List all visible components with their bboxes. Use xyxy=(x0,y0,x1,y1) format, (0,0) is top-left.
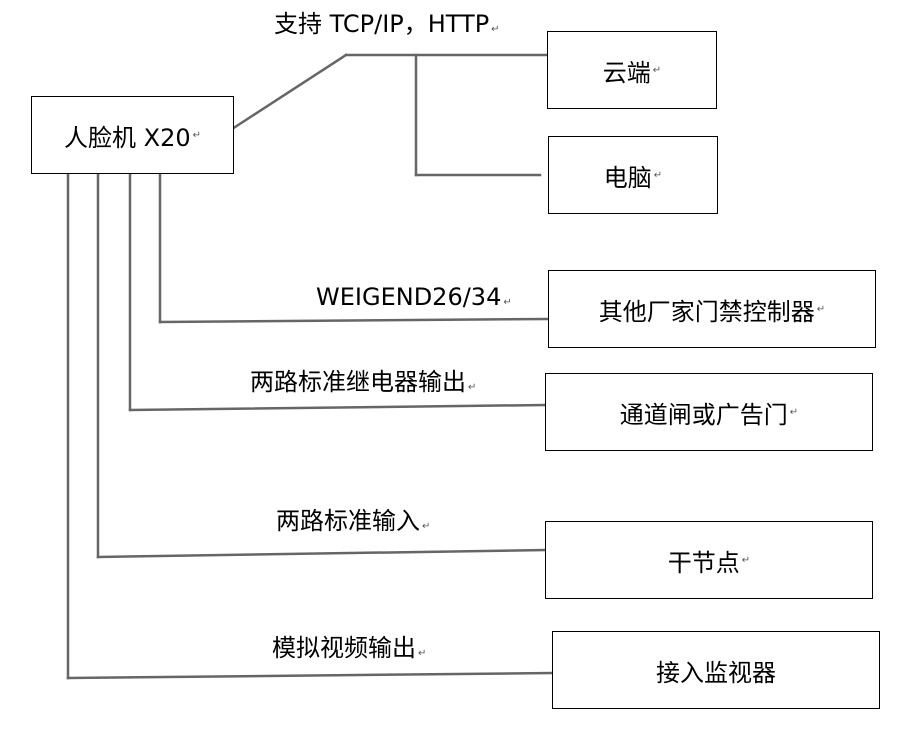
video-wire-horizontal xyxy=(66,671,554,680)
relay-wire-horizontal xyxy=(128,403,547,412)
wiegand-connection-label: WEIGEND26/34↵ xyxy=(316,283,512,311)
paragraph-mark-icon: ↵ xyxy=(422,521,431,532)
cloud-box: 云端↵ xyxy=(547,31,717,109)
wiegand-wire-horizontal xyxy=(158,317,550,324)
dry-contact-label: 干节点 xyxy=(667,548,740,577)
cloud-label: 云端 xyxy=(602,58,651,87)
video-connection-label: 模拟视频输出↵ xyxy=(272,634,427,662)
paragraph-mark-icon: ↵ xyxy=(653,169,663,181)
paragraph-mark-icon: ↵ xyxy=(816,303,826,315)
paragraph-mark-icon: ↵ xyxy=(491,24,500,35)
input-connection-label: 两路标准输入↵ xyxy=(276,507,431,535)
gate-box: 通道闸或广告门↵ xyxy=(545,373,873,451)
pc-box: 电脑↵ xyxy=(548,136,718,214)
relay-connection-label: 两路标准继电器输出↵ xyxy=(250,368,477,396)
network-link-diagonal xyxy=(230,53,348,131)
face-terminal-box: 人脸机 X20↵ xyxy=(31,96,234,174)
network-protocol-label: 支持 TCP/IP，HTTP↵ xyxy=(274,10,500,38)
dry-contact-box: 干节点↵ xyxy=(545,521,873,599)
paragraph-mark-icon: ↵ xyxy=(652,64,662,76)
access-controller-box: 其他厂家门禁控制器↵ xyxy=(548,270,876,348)
monitor-label: 接入监视器 xyxy=(656,658,776,687)
pc-label: 电脑 xyxy=(603,163,652,192)
paragraph-mark-icon: ↵ xyxy=(789,406,799,418)
face-terminal-label: 人脸机 X20 xyxy=(64,123,191,152)
gate-label: 通道闸或广告门 xyxy=(619,400,788,429)
paragraph-mark-icon: ↵ xyxy=(503,297,512,308)
monitor-box: 接入监视器 xyxy=(552,631,880,709)
paragraph-mark-icon: ↵ xyxy=(468,382,477,393)
paragraph-mark-icon: ↵ xyxy=(192,129,201,141)
input-wire-horizontal xyxy=(96,548,547,559)
access-controller-label: 其他厂家门禁控制器 xyxy=(598,297,815,326)
paragraph-mark-icon: ↵ xyxy=(741,554,751,566)
paragraph-mark-icon: ↵ xyxy=(418,648,427,659)
